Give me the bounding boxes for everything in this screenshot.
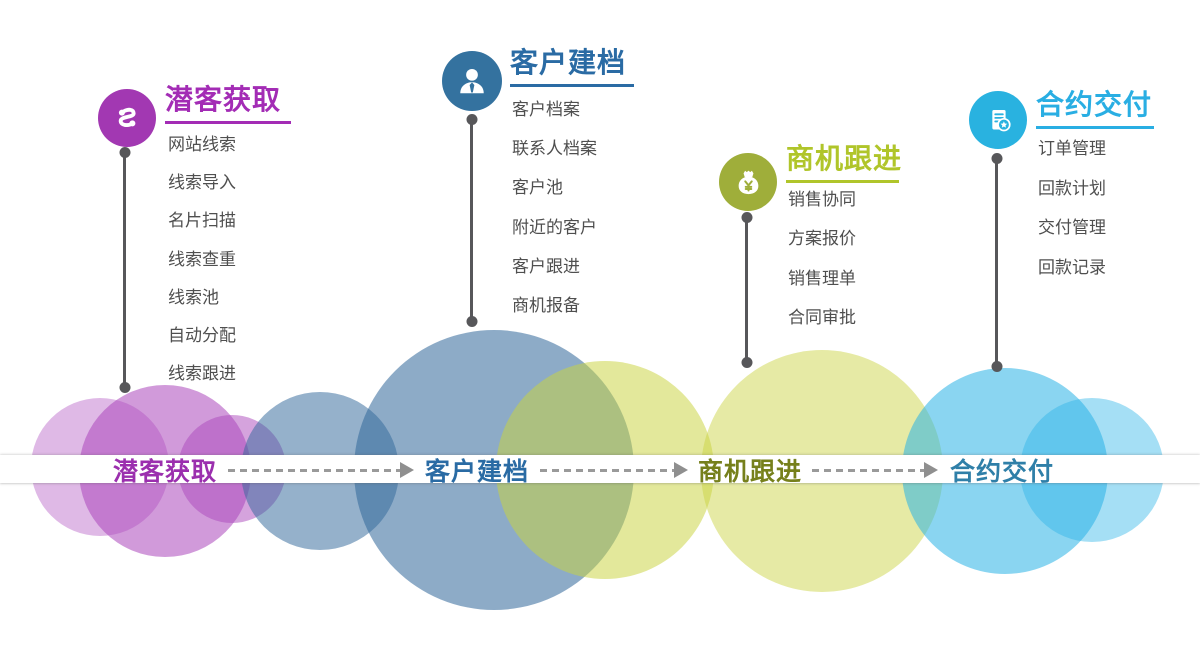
band-label-customer-filing: 客户建档 [424,458,530,486]
list-item: 客户池 [512,178,563,198]
arrow-right-icon [228,462,414,478]
list-item: 线索导入 [168,172,236,192]
list-item: 回款记录 [1038,257,1106,277]
money-bag-icon [719,153,777,211]
stage-title-lead-acquisition: 潜客获取 [165,86,291,124]
list-item: 客户档案 [512,100,580,120]
list-item: 销售协同 [788,190,856,210]
list-item: 自动分配 [168,326,236,346]
list-item: 线索查重 [168,249,236,269]
band-label-lead-acquisition: 潜客获取 [112,458,218,486]
timeline-connector [995,158,998,367]
timeline-connector [745,217,748,363]
businessman-glyph [460,68,484,94]
list-item: 附近的客户 [512,217,597,237]
money-bag-glyph [738,170,758,194]
contract-star-icon [969,91,1027,149]
list-item: 方案报价 [788,229,856,249]
stage-items-lead-acquisition: 网站线索 线索导入 名片扫描 线索查重 线索池 自动分配 线索跟进 [168,123,236,391]
list-item: 交付管理 [1038,218,1106,238]
list-item: 联系人档案 [512,139,597,159]
arrow-right-icon [540,462,688,478]
list-item: 回款计划 [1038,178,1106,198]
list-item: 客户跟进 [512,256,580,276]
list-item: 商机报备 [512,296,580,316]
list-item: 线索池 [168,287,219,307]
list-item: 合同审批 [788,308,856,328]
list-item: 订单管理 [1038,139,1106,159]
stage-title-customer-filing: 客户建档 [510,49,634,87]
band-label-contract-delivery: 合约交付 [949,458,1055,486]
timeline-connector [470,119,473,322]
arrow-right-icon [812,462,938,478]
stage-items-contract-delivery: 订单管理 回款计划 交付管理 回款记录 [1038,127,1106,285]
list-item: 名片扫描 [168,211,236,231]
businessman-icon [442,51,502,111]
route-squiggle-icon [98,89,156,147]
timeline-connector [123,152,126,388]
stage-items-opportunity-followup: 销售协同 方案报价 销售理单 合同审批 [788,178,856,335]
band-label-opportunity-followup: 商机跟进 [697,458,803,486]
stage-title-opportunity-followup: 商机跟进 [786,145,901,183]
stage-items-customer-filing: 客户档案 联系人档案 客户池 附近的客户 客户跟进 商机报备 [512,88,597,323]
list-item: 销售理单 [788,268,856,288]
list-item: 网站线索 [168,134,236,154]
contract-star-glyph [991,109,1011,131]
route-squiggle-glyph [118,107,136,128]
stage-title-contract-delivery: 合约交付 [1036,91,1154,129]
list-item: 线索跟进 [168,364,236,384]
